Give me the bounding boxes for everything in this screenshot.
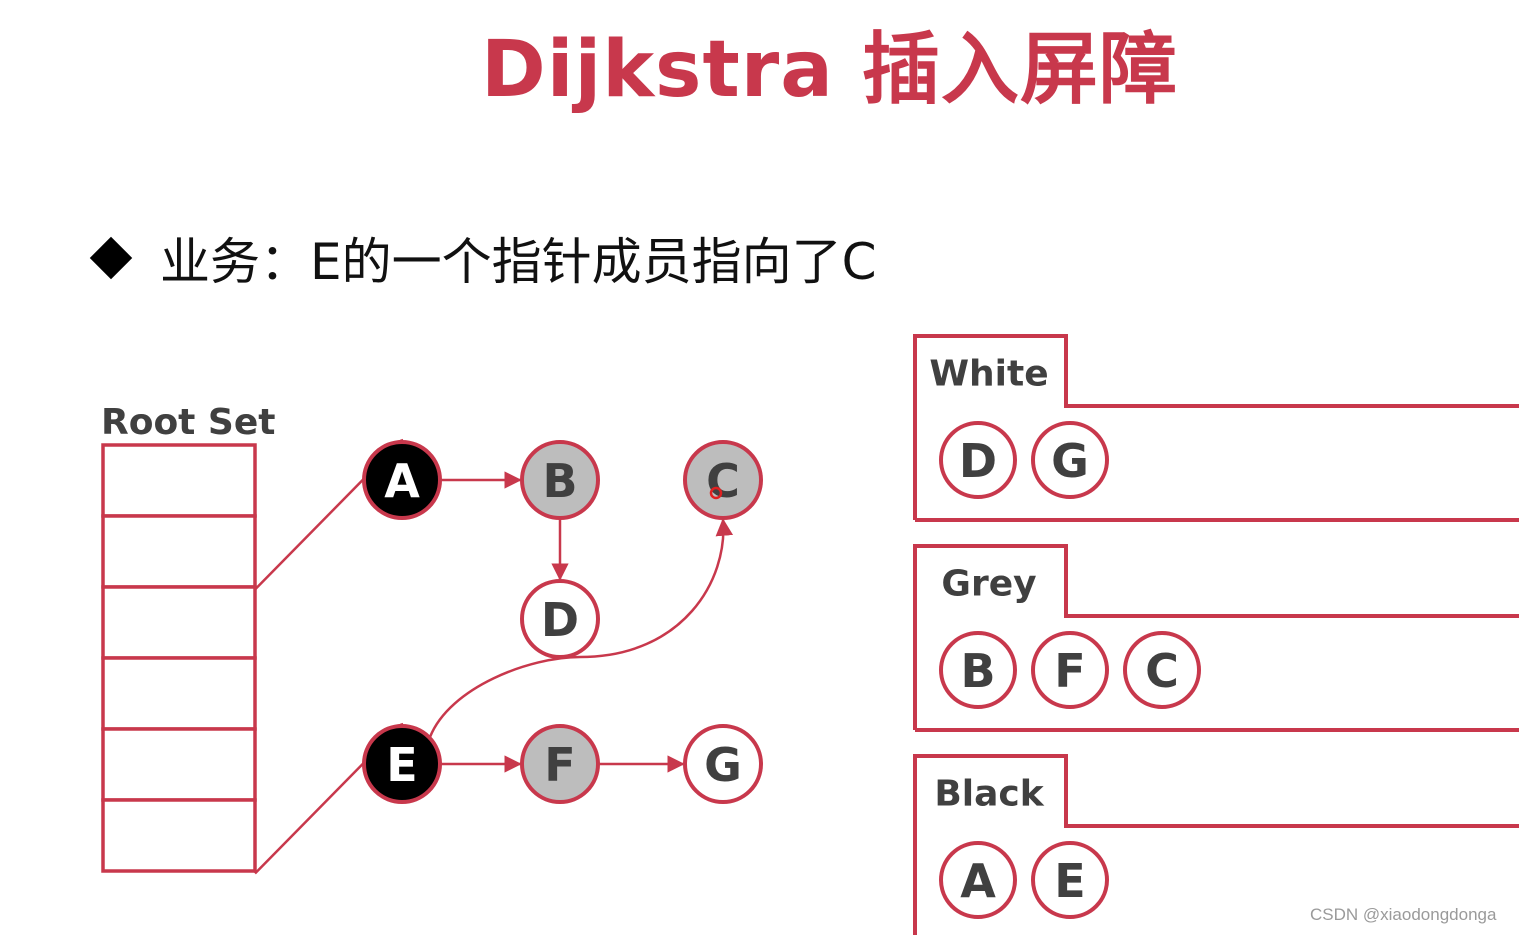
node-label: C	[706, 454, 740, 508]
root-set: Root Set	[101, 402, 275, 873]
root-set-slot	[101, 727, 257, 802]
pointer-cursor-icon	[709, 486, 723, 500]
cursor-indicator	[709, 486, 723, 500]
watermark: CSDN @xiaodongdonga	[1310, 905, 1497, 924]
set-member-d: D	[939, 421, 1017, 499]
set-member-a: A	[939, 841, 1017, 919]
set-frame	[913, 334, 1519, 520]
set-member-f: F	[1031, 631, 1109, 709]
node-g: G	[683, 724, 763, 804]
set-member-circle	[939, 841, 1017, 919]
set-member-e: E	[1031, 841, 1109, 919]
root-set-label: Root Set	[101, 402, 275, 443]
set-member-label: A	[960, 854, 996, 908]
node-label: A	[384, 454, 420, 508]
node-label: D	[541, 593, 579, 647]
set-member-circle	[1031, 631, 1109, 709]
root-set-slot	[101, 443, 257, 518]
set-member-g: G	[1031, 421, 1109, 499]
node-label: G	[704, 738, 742, 792]
set-member-label: C	[1145, 644, 1179, 698]
set-label: Black	[934, 774, 1044, 815]
node-label: E	[386, 738, 417, 792]
set-member-c: C	[1123, 631, 1201, 709]
set-member-b: B	[939, 631, 1017, 709]
root-set-slot	[101, 585, 257, 660]
set-member-circle	[1031, 841, 1109, 919]
set-frame	[913, 544, 1519, 730]
node-e: E	[362, 724, 442, 804]
node-f: F	[520, 724, 600, 804]
node-circle	[683, 724, 763, 804]
node-c: C	[683, 440, 763, 520]
set-member-circle	[1031, 421, 1109, 499]
set-label: White	[929, 354, 1048, 395]
root-set-slot	[101, 514, 257, 589]
set-member-circle	[939, 631, 1017, 709]
node-circle	[362, 440, 442, 520]
node-label: F	[544, 738, 575, 792]
set-member-circle	[939, 421, 1017, 499]
set-member-label: E	[1054, 854, 1085, 908]
set-label: Grey	[941, 564, 1036, 605]
root-set-slot	[101, 656, 257, 731]
node-circle	[520, 724, 600, 804]
node-d: D	[520, 579, 600, 659]
bullet-text: 业务：E的一个指针成员指向了C	[160, 233, 877, 291]
set-member-label: B	[960, 644, 995, 698]
node-circle	[520, 440, 600, 520]
set-member-circle	[1123, 631, 1201, 709]
node-a: A	[362, 440, 442, 520]
node-b: B	[520, 440, 600, 520]
set-member-label: F	[1054, 644, 1085, 698]
edge-E-C	[428, 518, 734, 738]
node-circle	[683, 440, 763, 520]
set-member-label: G	[1051, 434, 1089, 488]
graph-nodes: A B C D E F G	[362, 440, 763, 804]
bullet-statement: 业务：E的一个指针成员指向了C	[88, 222, 877, 294]
root-set-slot	[101, 798, 257, 873]
node-label: B	[542, 454, 577, 508]
set-member-label: D	[959, 434, 997, 488]
page-title: Dijkstra 插入屏障	[480, 25, 1179, 115]
set-frame	[913, 754, 1519, 935]
node-circle	[362, 724, 442, 804]
graph-edges	[254, 438, 734, 875]
node-circle	[520, 579, 600, 659]
